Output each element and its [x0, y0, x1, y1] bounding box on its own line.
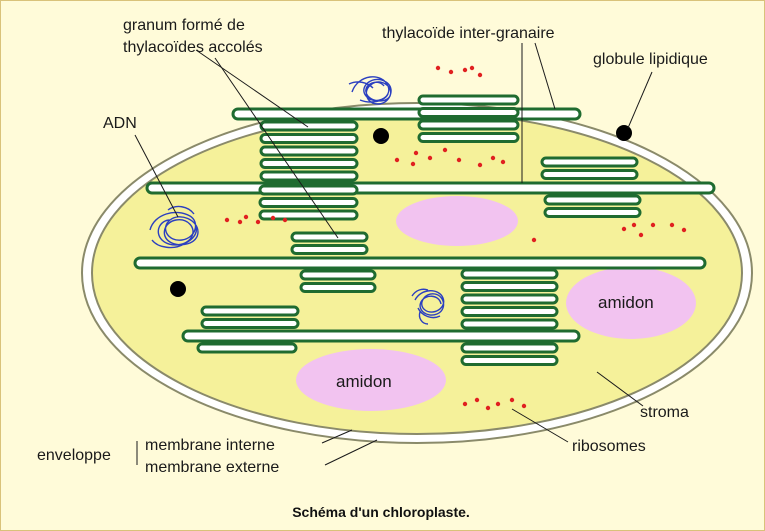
granum-thylakoid	[545, 209, 640, 217]
ribosome	[428, 156, 432, 160]
starch-grain	[396, 196, 518, 246]
ribosome	[457, 158, 461, 162]
granum-thylakoid	[292, 233, 367, 241]
granum-thylakoid	[301, 284, 375, 292]
ribosome	[622, 227, 626, 231]
label-adn: ADN	[103, 115, 137, 132]
ribosome	[283, 218, 287, 222]
granum-thylakoid	[261, 172, 357, 180]
ribosome	[225, 218, 229, 222]
ribosome	[532, 238, 536, 242]
ribosome	[670, 223, 674, 227]
label-membrane-externe: membrane externe	[145, 459, 279, 476]
intergranal-thylakoid	[183, 331, 579, 341]
dna-coil	[349, 77, 391, 104]
granum-thylakoid	[545, 196, 640, 204]
granum-thylakoid	[462, 344, 557, 352]
intergranal-thylakoid	[135, 258, 705, 268]
label-amidon: amidon	[336, 372, 392, 391]
granum-thylakoid	[261, 122, 357, 130]
label-globule: globule lipidique	[593, 51, 708, 68]
caption: Schéma d'un chloroplaste.	[292, 504, 470, 520]
ribosome	[510, 398, 514, 402]
granum-thylakoid	[260, 186, 357, 194]
ribosome	[522, 404, 526, 408]
ribosome	[256, 220, 260, 224]
label-ribosomes: ribosomes	[572, 438, 646, 455]
ribosome	[501, 160, 505, 164]
ribosome	[463, 68, 467, 72]
granum-thylakoid	[462, 270, 557, 278]
label-membrane-interne: membrane interne	[145, 437, 275, 454]
label-amidon: amidon	[598, 293, 654, 312]
granum-thylakoid	[462, 308, 557, 316]
ribosome	[475, 398, 479, 402]
granum-thylakoid	[462, 357, 557, 365]
granum-thylakoid	[419, 134, 518, 142]
ribosome	[244, 215, 248, 219]
ribosome	[449, 70, 453, 74]
ribosome	[395, 158, 399, 162]
intergranal-thylakoid	[233, 109, 580, 119]
granum-thylakoid	[202, 320, 298, 328]
ribosome	[463, 402, 467, 406]
granum-thylakoid	[542, 158, 637, 166]
ribosome	[486, 406, 490, 410]
granum-thylakoid	[462, 295, 557, 303]
granum-thylakoid	[202, 307, 298, 315]
granum-thylakoid	[198, 344, 296, 352]
granum-thylakoid	[419, 96, 518, 104]
granum-thylakoid	[261, 135, 357, 143]
ribosome	[443, 148, 447, 152]
label-granum: granum formé de	[123, 17, 245, 34]
label-granum-2: thylacoïdes accolés	[123, 39, 263, 56]
ribosome	[478, 73, 482, 77]
granum-thylakoid	[462, 320, 557, 328]
granum-thylakoid	[462, 283, 557, 291]
granum-thylakoid	[261, 160, 357, 168]
ribosome	[436, 66, 440, 70]
label-thylakoid-inter: thylacoïde inter-granaire	[382, 25, 555, 42]
granum-thylakoid	[260, 199, 357, 207]
lipid-globule	[616, 125, 632, 141]
granum-thylakoid	[292, 246, 367, 254]
granum-thylakoid	[542, 171, 637, 179]
leader-line-globule	[628, 72, 652, 128]
intergranal-thylakoid	[147, 183, 714, 193]
ribosome	[411, 162, 415, 166]
label-enveloppe: enveloppe	[37, 447, 111, 464]
ribosome	[496, 402, 500, 406]
leader-line-thylakoid	[535, 43, 555, 109]
granum-thylakoid	[419, 121, 518, 129]
ribosome	[651, 223, 655, 227]
ribosome	[271, 216, 275, 220]
ribosome	[238, 220, 242, 224]
leader-line-membrane-externe	[325, 440, 377, 465]
ribosome	[470, 66, 474, 70]
granum-thylakoid	[261, 147, 357, 155]
ribosome	[414, 151, 418, 155]
ribosome	[639, 233, 643, 237]
label-stroma: stroma	[640, 404, 689, 421]
ribosome	[491, 156, 495, 160]
granum-thylakoid	[301, 271, 375, 279]
ribosome	[478, 163, 482, 167]
granum-thylakoid	[419, 109, 518, 117]
ribosome	[632, 223, 636, 227]
ribosome	[682, 228, 686, 232]
lipid-globule	[170, 281, 186, 297]
lipid-globule	[373, 128, 389, 144]
